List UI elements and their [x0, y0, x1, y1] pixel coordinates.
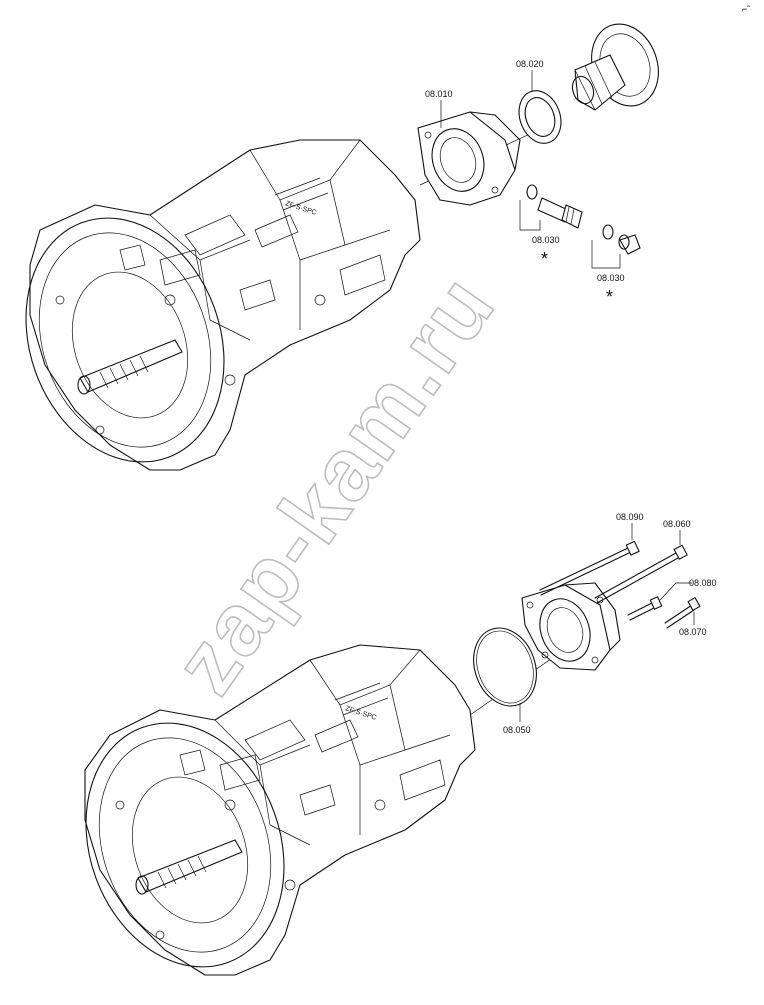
svg-text:ZF·S·SPC: ZF·S·SPC	[344, 705, 377, 722]
label-08-030-b: 08.030	[597, 273, 625, 283]
part-08-030-plug	[602, 224, 641, 255]
part-08-030-sensor	[526, 184, 583, 229]
svg-text:ZF·S·SPC: ZF·S·SPC	[284, 200, 317, 217]
label-08-050: 08.050	[503, 725, 531, 735]
label-08-010: 08.010	[425, 89, 453, 99]
label-08-030-a: 08.030	[532, 235, 560, 245]
watermark: zap-kam.ru	[154, 257, 513, 711]
asterisk-b: *	[606, 287, 613, 307]
label-08-090: 08.090	[616, 512, 644, 522]
part-08-050-o-ring	[473, 627, 537, 707]
label-08-080: 08.080	[689, 578, 717, 588]
bolt-08-060	[594, 544, 688, 604]
bolt-08-070	[664, 597, 701, 629]
gearbox-housing-bottom: ZF·S·SPC	[84, 644, 476, 976]
corner-mark: ⌐˜	[742, 4, 751, 14]
asterisk-a: *	[541, 249, 548, 269]
adapter-housing	[521, 582, 621, 671]
part-08-010-cover	[417, 111, 521, 206]
bolt-08-090	[539, 540, 640, 596]
label-08-070: 08.070	[679, 627, 707, 637]
label-08-060: 08.060	[663, 519, 691, 529]
bolt-08-080	[627, 596, 663, 621]
label-08-020: 08.020	[516, 59, 544, 69]
part-08-020-seal-ring	[518, 90, 562, 144]
output-flange	[571, 23, 659, 111]
